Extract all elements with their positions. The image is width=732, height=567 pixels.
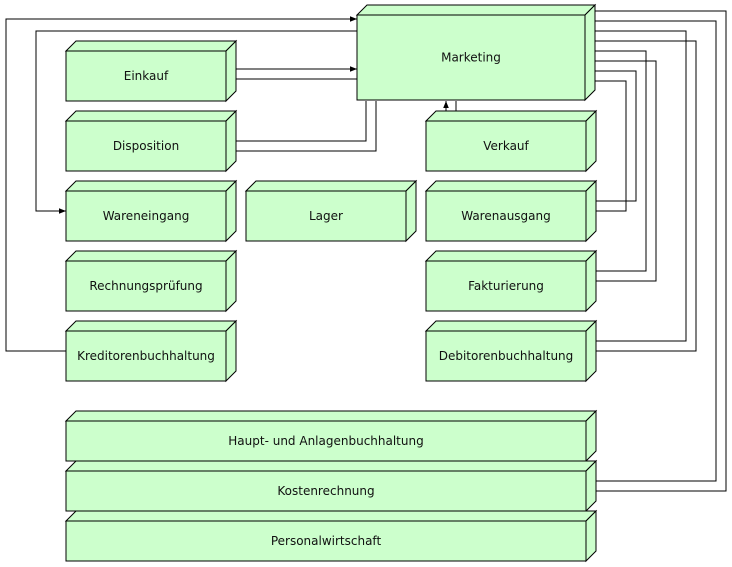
conn-fakturierung-loop xyxy=(586,58,657,284)
box-einkauf: Einkauf xyxy=(64,39,238,103)
conn-fakturierung-loop-2 xyxy=(586,50,647,272)
box-verkauf: Verkauf xyxy=(424,109,598,173)
box-label-verkauf: Verkauf xyxy=(483,139,529,153)
box-kostenrechnung: Kostenrechnung xyxy=(64,459,598,513)
box-label-wareneingang: Wareneingang xyxy=(103,209,190,223)
box-label-debitorenbuchhaltung: Debitorenbuchhaltung xyxy=(439,349,574,363)
box-label-warenausgang: Warenausgang xyxy=(461,209,551,223)
box-fakturierung: Fakturierung xyxy=(424,249,598,313)
conn-marketing-to-disposition-2 xyxy=(226,101,377,154)
box-warenausgang: Warenausgang xyxy=(424,179,598,243)
box-label-einkauf: Einkauf xyxy=(124,69,169,83)
box-hauptbuchhaltung: Haupt- und Anlagenbuchhaltung xyxy=(64,409,598,463)
box-label-disposition: Disposition xyxy=(113,139,179,153)
box-personalwirtschaft: Personalwirtschaft xyxy=(64,509,598,563)
conn-kreditoren-to-marketing xyxy=(5,16,357,352)
box-label-fakturierung: Fakturierung xyxy=(468,279,544,293)
conn-debitoren-loop xyxy=(586,38,697,354)
box-marketing: Marketing xyxy=(355,3,597,102)
conn-debitoren-loop-2 xyxy=(586,30,687,342)
conn-warenausgang-loop-2 xyxy=(586,68,637,202)
box-label-marketing: Marketing xyxy=(441,51,501,65)
box-label-kostenrechnung: Kostenrechnung xyxy=(277,484,374,498)
box-label-lager: Lager xyxy=(309,209,343,223)
box-label-hauptbuchhaltung: Haupt- und Anlagenbuchhaltung xyxy=(228,434,423,448)
box-lager: Lager xyxy=(244,179,418,243)
conn-kostenrechnung-loop xyxy=(586,18,717,484)
box-kreditorenbuchhaltung: Kreditorenbuchhaltung xyxy=(64,319,238,383)
conn-kostenrechnung-loop-2 xyxy=(586,10,727,492)
box-label-rechnungspruefung: Rechnungsprüfung xyxy=(89,279,202,293)
box-wareneingang: Wareneingang xyxy=(64,179,238,243)
box-rechnungspruefung: Rechnungsprüfung xyxy=(64,249,238,313)
box-label-personalwirtschaft: Personalwirtschaft xyxy=(271,534,382,548)
connectors xyxy=(5,10,727,492)
box-debitorenbuchhaltung: Debitorenbuchhaltung xyxy=(424,319,598,383)
conn-marketing-to-wareneingang xyxy=(35,30,357,214)
box-label-kreditorenbuchhaltung: Kreditorenbuchhaltung xyxy=(77,349,215,363)
conn-marketing-to-disposition-1 xyxy=(236,101,367,142)
box-disposition: Disposition xyxy=(64,109,238,173)
conn-warenausgang-loop xyxy=(586,78,627,214)
